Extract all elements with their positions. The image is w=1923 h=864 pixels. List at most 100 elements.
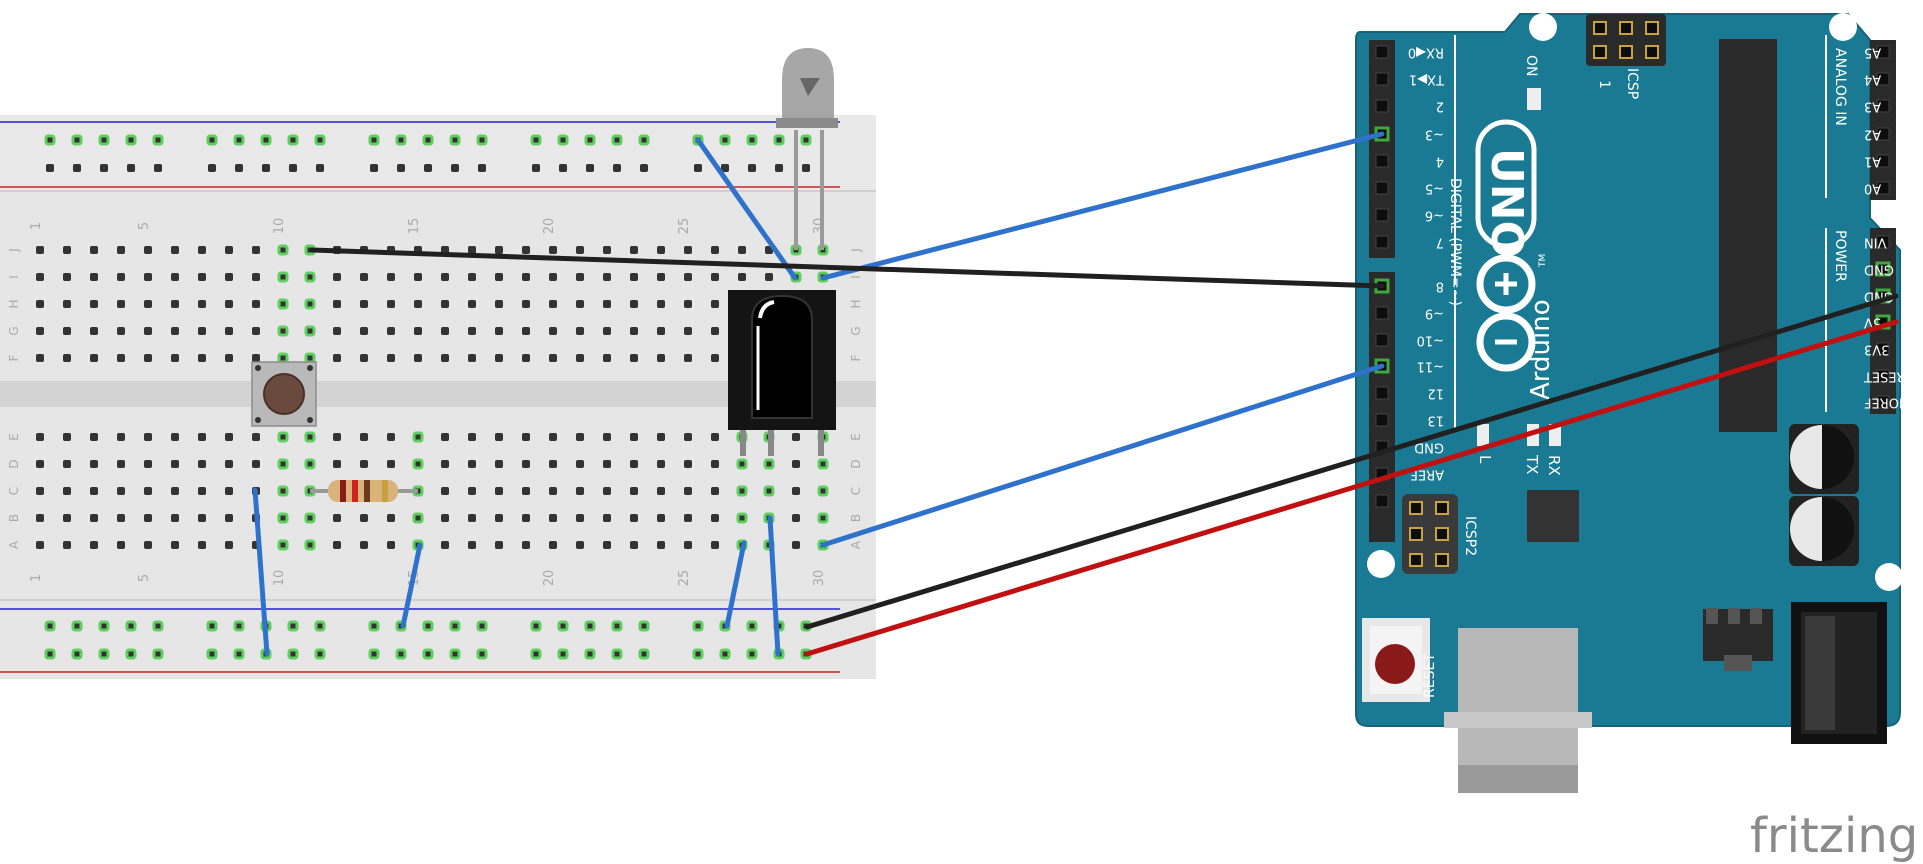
rail-hole[interactable] (476, 134, 488, 146)
breadboard-hole[interactable] (333, 433, 341, 441)
breadboard-hole[interactable] (198, 514, 206, 522)
breadboard-hole[interactable] (63, 433, 71, 441)
breadboard-hole[interactable] (277, 325, 289, 337)
wire-button-gnd-jumper[interactable] (252, 487, 270, 657)
breadboard-hole[interactable] (117, 460, 125, 468)
breadboard-hole[interactable] (144, 514, 152, 522)
header-pin[interactable] (1876, 127, 1890, 141)
rail-hole[interactable] (557, 134, 569, 146)
rail-hole[interactable] (152, 134, 164, 146)
breadboard-hole[interactable] (63, 300, 71, 308)
breadboard-hole[interactable] (387, 541, 395, 549)
rail-hole[interactable] (71, 620, 83, 632)
breadboard-hole[interactable] (333, 273, 341, 281)
rail-hole[interactable] (44, 620, 56, 632)
wire-5v-to-arduino[interactable] (804, 319, 1899, 657)
breadboard-hole[interactable] (225, 460, 233, 468)
breadboard-hole[interactable] (657, 541, 665, 549)
breadboard-hole[interactable] (792, 460, 800, 468)
breadboard-hole[interactable] (738, 273, 746, 281)
breadboard-hole[interactable] (657, 433, 665, 441)
breadboard-hole[interactable] (117, 433, 125, 441)
breadboard-hole[interactable] (817, 458, 829, 470)
breadboard-hole[interactable] (63, 460, 71, 468)
breadboard-hole[interactable] (603, 273, 611, 281)
breadboard-hole[interactable] (684, 300, 692, 308)
rail-hole[interactable] (719, 134, 731, 146)
breadboard-hole[interactable] (495, 433, 503, 441)
header-pin[interactable] (1876, 342, 1890, 356)
breadboard-hole[interactable] (90, 327, 98, 335)
breadboard-hole[interactable] (576, 246, 584, 254)
rail-hole[interactable] (262, 164, 270, 172)
breadboard-hole[interactable] (441, 300, 449, 308)
header-pin[interactable] (1375, 45, 1389, 59)
breadboard-hole[interactable] (63, 487, 71, 495)
breadboard-hole[interactable] (522, 300, 530, 308)
breadboard-hole[interactable] (684, 487, 692, 495)
breadboard-hole[interactable] (387, 514, 395, 522)
breadboard-hole[interactable] (387, 327, 395, 335)
breadboard-hole[interactable] (225, 300, 233, 308)
breadboard-hole[interactable] (412, 431, 424, 443)
rail-hole[interactable] (584, 134, 596, 146)
rail-hole[interactable] (44, 134, 56, 146)
header-pin[interactable] (1875, 261, 1891, 277)
breadboard-hole[interactable] (468, 327, 476, 335)
breadboard-hole[interactable] (495, 246, 503, 254)
breadboard-hole[interactable] (603, 433, 611, 441)
breadboard-hole[interactable] (414, 327, 422, 335)
breadboard-hole[interactable] (792, 433, 800, 441)
rail-hole[interactable] (611, 648, 623, 660)
rail-hole[interactable] (125, 134, 137, 146)
rail-hole[interactable] (449, 620, 461, 632)
rail-hole[interactable] (316, 164, 324, 172)
rail-hole[interactable] (260, 134, 272, 146)
rail-hole[interactable] (530, 648, 542, 660)
breadboard-hole[interactable] (684, 514, 692, 522)
breadboard-hole[interactable] (657, 246, 665, 254)
breadboard-hole[interactable] (171, 514, 179, 522)
breadboard-hole[interactable] (603, 354, 611, 362)
breadboard-hole[interactable] (549, 433, 557, 441)
breadboard-hole[interactable] (117, 354, 125, 362)
breadboard-hole[interactable] (711, 487, 719, 495)
breadboard-hole[interactable] (792, 514, 800, 522)
breadboard-hole[interactable] (657, 514, 665, 522)
breadboard-hole[interactable] (549, 541, 557, 549)
breadboard-hole[interactable] (630, 433, 638, 441)
breadboard-hole[interactable] (441, 514, 449, 522)
breadboard-hole[interactable] (171, 541, 179, 549)
breadboard-hole[interactable] (304, 352, 316, 364)
breadboard-hole[interactable] (117, 300, 125, 308)
breadboard-hole[interactable] (225, 273, 233, 281)
rail-hole[interactable] (71, 134, 83, 146)
breadboard-hole[interactable] (117, 327, 125, 335)
breadboard-hole[interactable] (144, 300, 152, 308)
breadboard-hole[interactable] (792, 487, 800, 495)
rail-hole[interactable] (100, 164, 108, 172)
breadboard-hole[interactable] (792, 541, 800, 549)
breadboard-hole[interactable] (171, 273, 179, 281)
breadboard-hole[interactable] (522, 354, 530, 362)
rail-hole[interactable] (557, 620, 569, 632)
breadboard-hole[interactable] (63, 246, 71, 254)
rail-hole[interactable] (613, 164, 621, 172)
rail-hole[interactable] (638, 134, 650, 146)
rail-hole[interactable] (289, 164, 297, 172)
rail-hole[interactable] (395, 134, 407, 146)
breadboard-hole[interactable] (684, 246, 692, 254)
rail-hole[interactable] (557, 648, 569, 660)
breadboard-hole[interactable] (549, 487, 557, 495)
rail-hole[interactable] (694, 164, 702, 172)
header-pin[interactable] (1375, 208, 1389, 222)
breadboard-hole[interactable] (736, 485, 748, 497)
breadboard-hole[interactable] (277, 458, 289, 470)
breadboard-hole[interactable] (763, 485, 775, 497)
breadboard-hole[interactable] (36, 487, 44, 495)
rail-hole[interactable] (206, 620, 218, 632)
breadboard-hole[interactable] (495, 300, 503, 308)
breadboard-hole[interactable] (763, 458, 775, 470)
rail-hole[interactable] (152, 648, 164, 660)
rail-hole[interactable] (451, 164, 459, 172)
